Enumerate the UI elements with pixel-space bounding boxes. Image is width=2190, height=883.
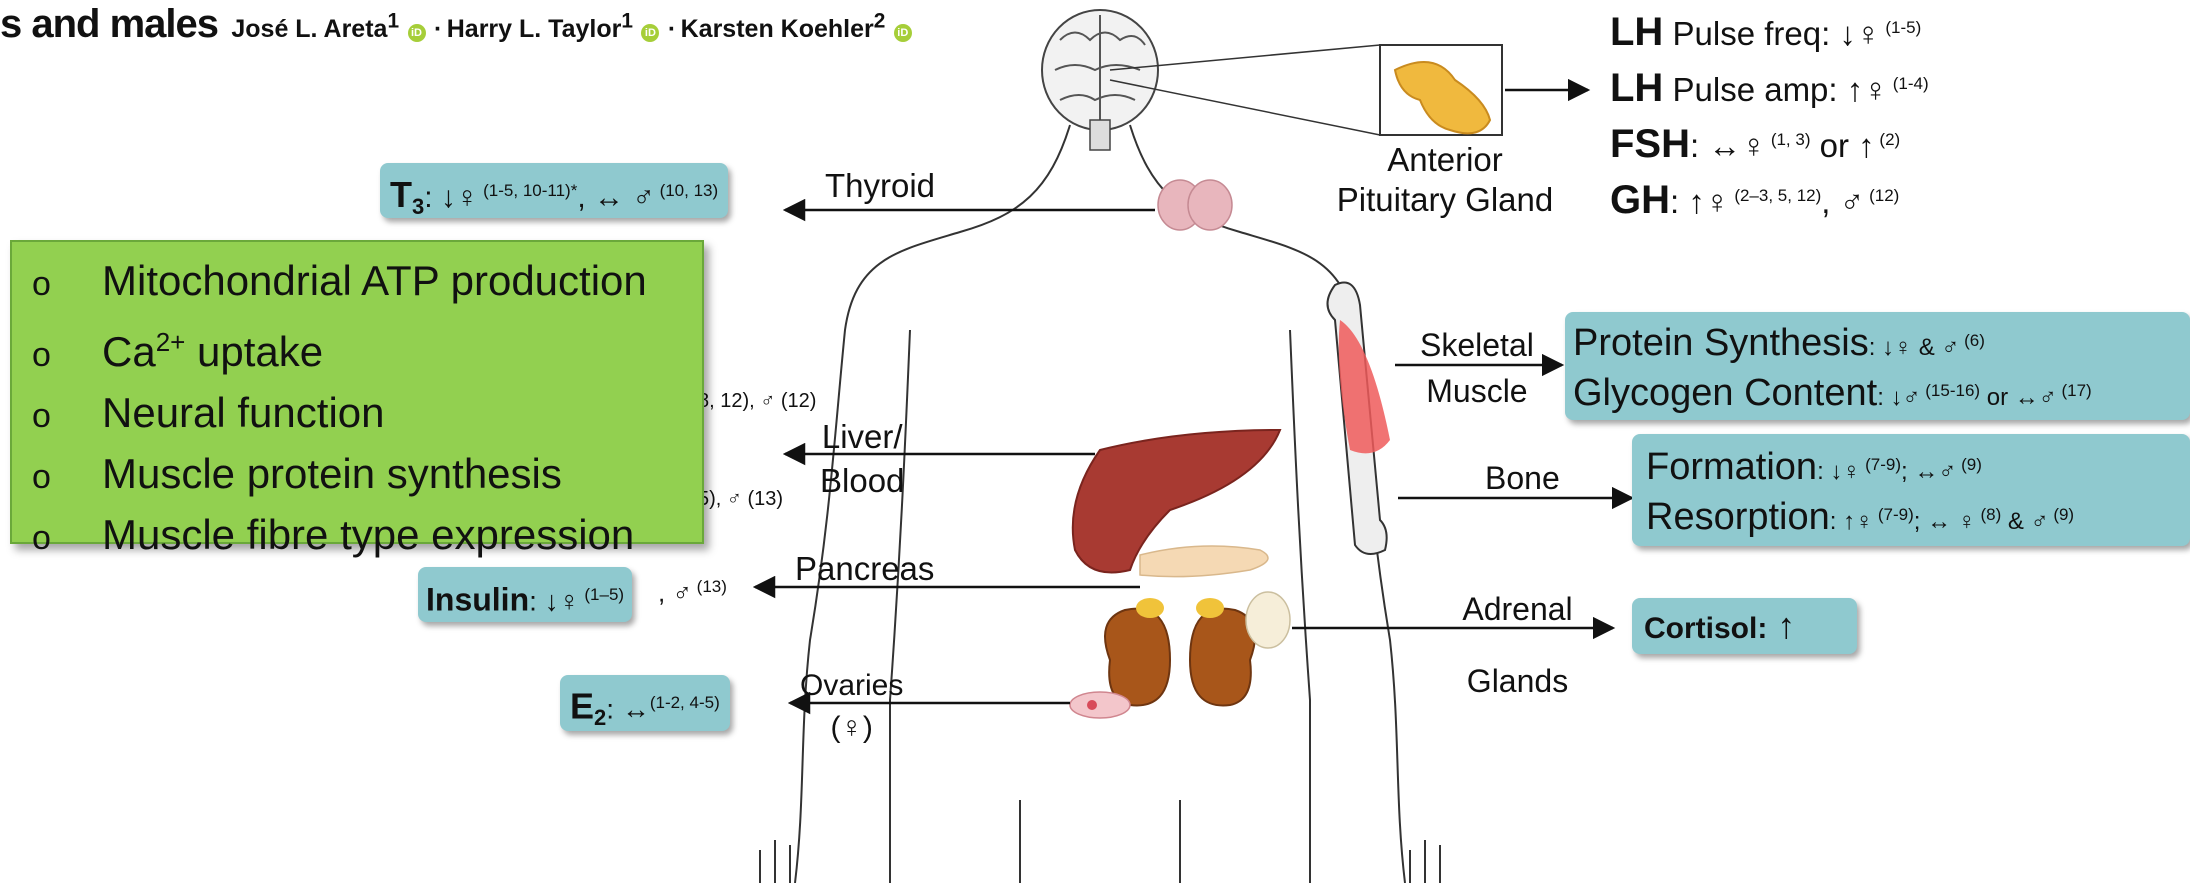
- glycogen-content-row: Glycogen Content: ↓♂ (15-16) or ↔♂ (17): [1573, 366, 2190, 416]
- orcid-icon[interactable]: iD: [408, 24, 426, 42]
- skeletal-muscle-label: Skeletal Muscle: [1420, 322, 1534, 414]
- adrenal-label: Adrenal Glands: [1440, 573, 1595, 717]
- author-separator: ·: [668, 15, 676, 43]
- pituitary-effects: LH Pulse freq: ↓♀ (1-5) LH Pulse amp: ↑♀…: [1610, 0, 1929, 224]
- kidneys-icon: [1105, 592, 1290, 705]
- pituitary-inset: [1110, 45, 1502, 135]
- pituitary-label: Anterior Pituitary Gland: [1320, 140, 1570, 220]
- ovaries-icon: [1070, 692, 1130, 718]
- pancreas-label: Pancreas: [795, 550, 934, 588]
- e2-box: E2: ↔(1-2, 4-5): [560, 675, 730, 731]
- arm-muscle-icon: [1328, 283, 1391, 555]
- t3-box: T3: ↓♀ (1-5, 10-11)*, ↔ ♂ (10, 13): [380, 163, 728, 218]
- cortisol-box: Cortisol: ↑: [1632, 598, 1857, 654]
- ovaries-label: Ovaries (♀): [800, 665, 903, 749]
- author-2[interactable]: Harry L. Taylor1: [447, 15, 633, 43]
- skeletal-muscle-box: Protein Synthesis: ↓♀ & ♂ (6) Glycogen C…: [1565, 312, 2190, 420]
- author-3[interactable]: Karsten Koehler2: [681, 15, 886, 43]
- bone-box: Formation: ↓♀ (7-9); ↔♂ (9) Resorption: …: [1632, 434, 2190, 546]
- liver-partial-1: 8, 12), ♂ (12): [698, 390, 816, 413]
- resorption-row: Resorption: ↑♀ (7-9); ↔ ♀ (8) & ♂ (9): [1646, 490, 2190, 540]
- orcid-icon[interactable]: iD: [894, 24, 912, 42]
- pituitary-row-lh-amp: LH Pulse amp: ↑♀ (1-4): [1610, 56, 1929, 112]
- liver-partial-2: 5), ♂ (13): [698, 488, 783, 511]
- pituitary-row-fsh: FSH: ↔♀ (1, 3) or ↑ (2): [1610, 112, 1929, 168]
- protein-synthesis-row: Protein Synthesis: ↓♀ & ♂ (6): [1573, 316, 2190, 366]
- orcid-icon[interactable]: iD: [641, 24, 659, 42]
- author-line: s and males José L. Areta1 iD · Harry L.…: [0, 2, 916, 47]
- author-1[interactable]: José L. Areta1: [231, 15, 399, 43]
- bone-label: Bone: [1485, 460, 1560, 497]
- thyroid-icon: [1158, 180, 1232, 230]
- pituitary-row-lh-freq: LH Pulse freq: ↓♀ (1-5): [1610, 0, 1929, 56]
- pancreas-icon: [1140, 546, 1268, 577]
- insulin-male: , ♂ (13): [658, 577, 727, 609]
- formation-row: Formation: ↓♀ (7-9); ↔♂ (9): [1646, 440, 2190, 490]
- insulin-box: Insulin: ↓♀ (1–5): [418, 567, 632, 622]
- brain-icon: [1042, 10, 1158, 150]
- thyroid-label: Thyroid: [825, 167, 935, 205]
- liver-label: Liver/ Blood: [820, 415, 904, 503]
- pituitary-row-gh: GH: ↑♀ (2–3, 5, 12), ♂ (12): [1610, 168, 1929, 224]
- author-separator: ·: [434, 15, 442, 43]
- title-fragment: s and males: [0, 2, 218, 46]
